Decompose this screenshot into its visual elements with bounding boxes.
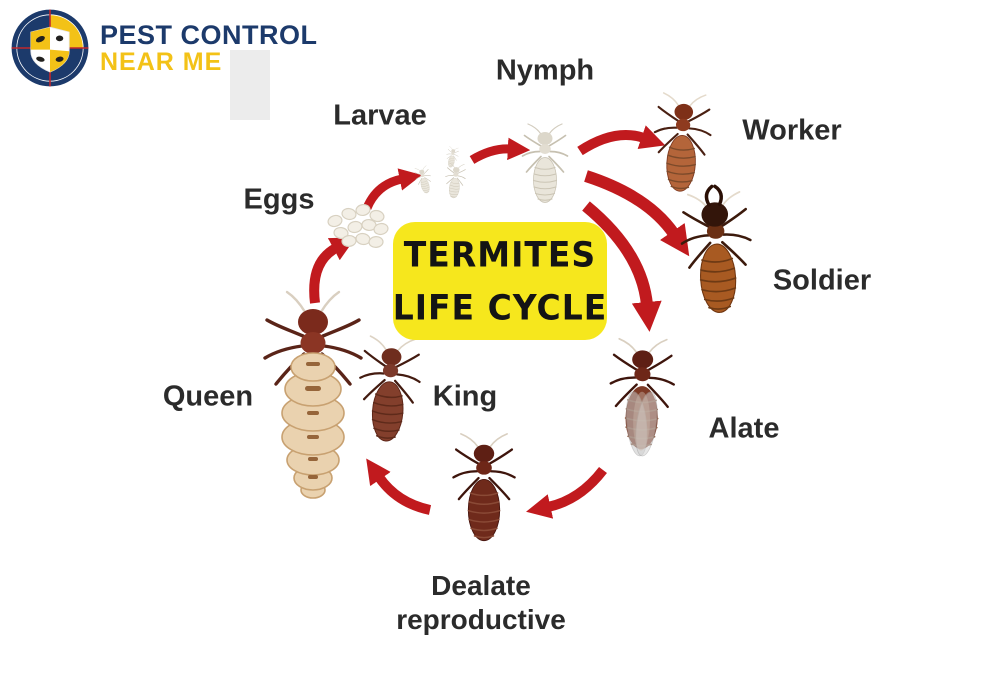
background-artifact [230,50,270,120]
arrow-nymph-to-soldier [584,170,690,257]
worker-illustration [650,91,714,194]
label-soldier: Soldier [772,264,872,297]
arrow-nymph-to-worker [577,125,666,156]
arrow-nymph-to-alate [582,201,662,332]
label-dealate-line1: Dealate [431,569,531,601]
nymph-illustration [521,123,569,204]
logo-text: PEST CONTROL NEAR ME [100,19,318,77]
king-illustration [354,334,424,445]
soldier-illustration [678,184,756,316]
label-king: King [432,380,498,413]
eggs-illustration [327,203,389,249]
dealate-illustration [452,432,516,542]
cycle-arrows [309,125,690,519]
larvae-illustration [412,146,468,200]
logo-name-line2: NEAR ME [100,48,223,77]
arrow-queen-to-eggs [309,237,356,304]
logo-name-line1: PEST CONTROL [100,19,318,50]
logo: PEST CONTROL NEAR ME [10,8,318,88]
label-dealate-line2: reproductive [396,604,566,635]
title-box: TERMITES LIFE CYCLE [393,222,607,340]
label-alate: Alate [708,412,780,445]
title-line1: TERMITES [403,234,597,276]
label-nymph: Nymph [495,54,595,87]
title-line2: LIFE CYCLE [392,286,608,328]
label-dealate: Dealate reproductive [396,569,566,637]
arrow-dealate-to-king [366,458,432,515]
label-queen: Queen [162,380,254,413]
arrow-alate-to-dealate [526,466,607,519]
arrow-larvae-to-nymph [469,137,531,164]
arrow-eggs-to-larvae [362,168,422,210]
label-eggs: Eggs [243,183,315,216]
logo-shield-icon [11,9,89,87]
queen-illustration [263,290,363,499]
label-larvae: Larvae [333,99,427,132]
alate-illustration [608,337,676,457]
label-worker: Worker [742,114,842,147]
